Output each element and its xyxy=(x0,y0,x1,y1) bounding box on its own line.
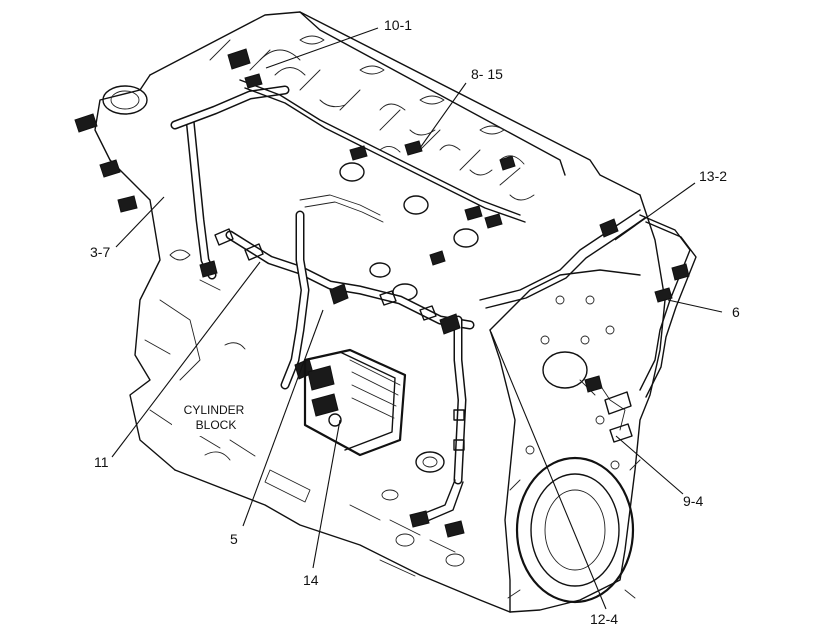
callout-labels: 10-1 8- 15 13-2 6 3-7 11 5 14 9-4 12-4 xyxy=(90,17,740,627)
leader-10-1 xyxy=(265,27,379,69)
callout-11: 11 xyxy=(94,454,109,470)
leader-13-2 xyxy=(614,182,696,241)
block-label-line-1: CYLINDER xyxy=(184,403,245,417)
leader-3-7 xyxy=(115,196,165,248)
leader-8-15 xyxy=(419,82,467,149)
leader-5 xyxy=(242,309,324,527)
leader-9-4 xyxy=(615,435,684,495)
engine-control-module xyxy=(303,348,407,457)
leader-6 xyxy=(667,299,723,313)
leader-12-4 xyxy=(490,331,607,610)
callout-3-7: 3-7 xyxy=(90,244,110,260)
callout-9-4: 9-4 xyxy=(683,493,703,509)
callout-13-2: 13-2 xyxy=(699,168,727,184)
harness-connectors xyxy=(74,48,690,538)
callout-14: 14 xyxy=(303,572,319,588)
leader-14 xyxy=(312,419,341,569)
callout-10-1: 10-1 xyxy=(384,17,412,33)
callout-6: 6 xyxy=(732,304,740,320)
callout-12-4: 12-4 xyxy=(590,611,618,627)
leader-11 xyxy=(111,261,261,458)
callout-8-15: 8- 15 xyxy=(471,66,503,82)
cylinder-block-label: CYLINDER BLOCK xyxy=(172,400,256,436)
wiring-harness xyxy=(170,49,697,523)
block-label-line-2: BLOCK xyxy=(196,418,237,432)
callout-5: 5 xyxy=(230,531,238,547)
leader-lines xyxy=(111,27,723,610)
engine-block-outline xyxy=(94,11,666,613)
